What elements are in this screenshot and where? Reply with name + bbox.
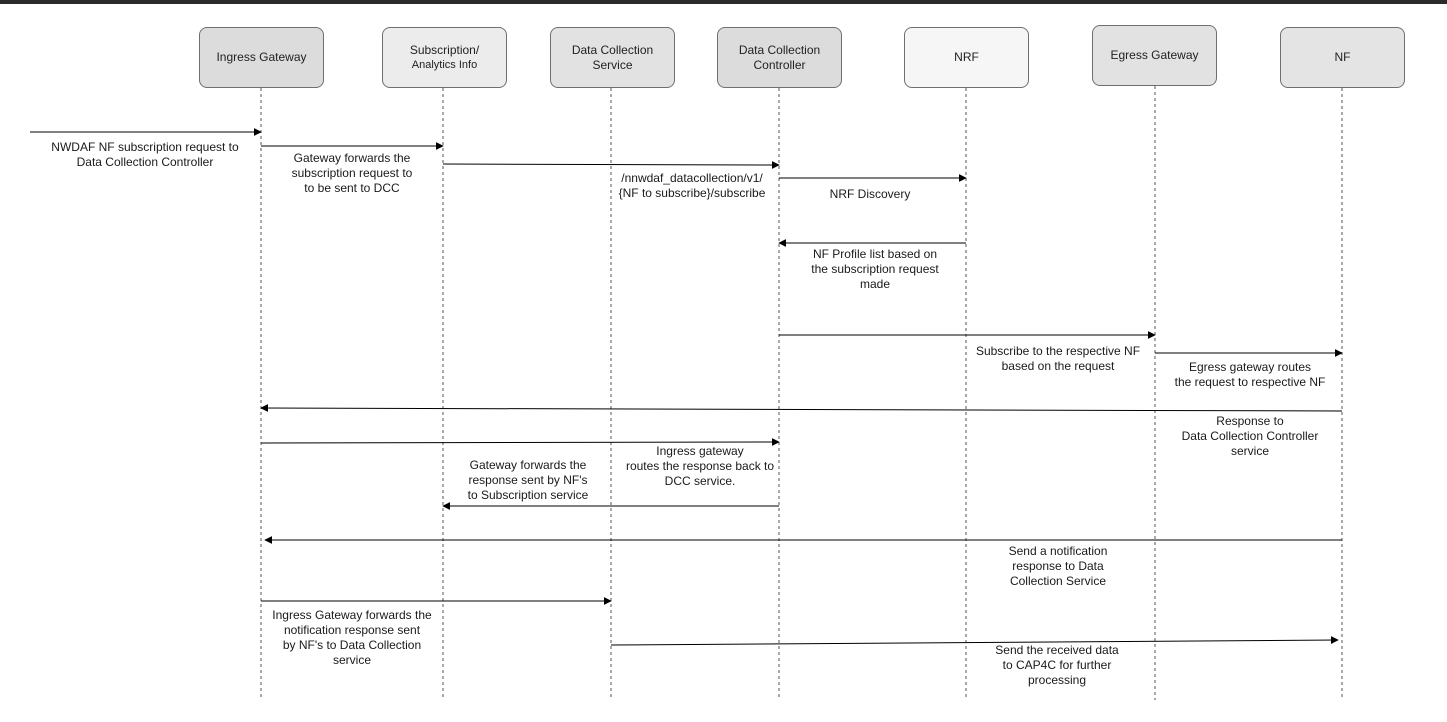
participant-label: Subscription/: [409, 42, 480, 57]
message-label: Ingress gateway routes the response back…: [625, 444, 775, 488]
message-arrow-subscription-to-dcc: [442, 160, 780, 169]
message-label: Ingress Gateway forwards the notificatio…: [272, 608, 432, 667]
message-label: Send a notification response to Data Col…: [1008, 544, 1108, 588]
participant-data-collection-service[interactable]: Data Collection Service: [550, 27, 675, 88]
participant-sublabel: Analytics Info: [411, 58, 478, 71]
message-label: Response to Data Collection Controller s…: [1181, 414, 1319, 458]
message-label: Send the received data to CAP4C for furt…: [995, 643, 1119, 687]
message-label: /nnwdaf_datacollection/v1/ {NF to subscr…: [618, 171, 766, 200]
message-arrow-dcs-to-nf: [610, 636, 1339, 646]
participant-egress-gateway[interactable]: Egress Gateway: [1092, 25, 1217, 86]
message-label: Egress gateway routes the request to res…: [1174, 360, 1326, 389]
participant-label: NF: [1334, 50, 1351, 64]
message-label: NRF Discovery: [829, 187, 911, 201]
participant-label: Egress Gateway: [1110, 48, 1199, 62]
message-arrow-ingress-to-dcc: [260, 438, 780, 447]
participant-label: Data Collection Controller: [738, 42, 821, 72]
message-label: Subscribe to the respective NF based on …: [975, 344, 1141, 373]
participant-ingress-gateway[interactable]: Ingress Gateway: [199, 27, 324, 88]
participant-label: Data Collection Service: [571, 42, 654, 72]
message-label: NF Profile list based on the subscriptio…: [811, 247, 939, 291]
participant-data-collection-controller[interactable]: Data Collection Controller: [717, 27, 842, 88]
participant-nf[interactable]: NF: [1280, 27, 1405, 88]
window-top-border: [0, 0, 1447, 4]
message-arrow-nf-to-ingress: [260, 404, 1343, 413]
message-label: NWDAF NF subscription request to Data Co…: [51, 140, 239, 169]
message-label: Gateway forwards the subscription reques…: [291, 151, 413, 195]
participant-label: NRF: [954, 50, 979, 64]
message-label: Gateway forwards the response sent by NF…: [467, 458, 589, 502]
participant-label: Ingress Gateway: [216, 50, 307, 64]
participant-nrf[interactable]: NRF: [904, 27, 1029, 88]
participant-subscription-analytics-info[interactable]: Subscription/ Analytics Info: [382, 27, 507, 88]
